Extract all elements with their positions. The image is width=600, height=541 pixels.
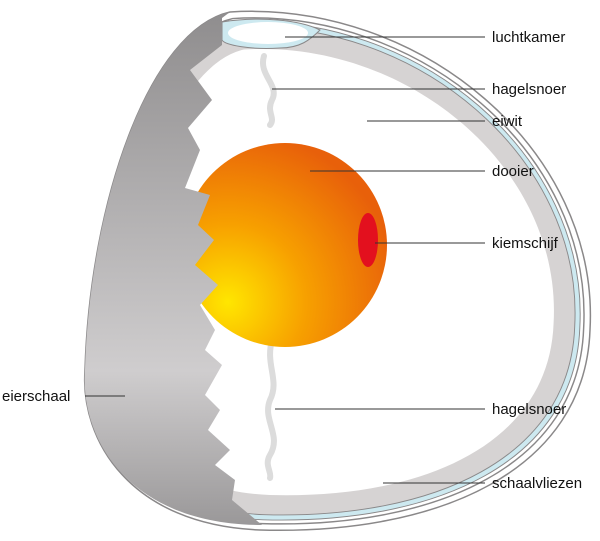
chalaza-top (259, 53, 277, 128)
label-kiemschijf: kiemschijf (492, 235, 559, 252)
germinal-disc (358, 213, 378, 267)
yolk (183, 143, 387, 347)
air-cell (221, 18, 321, 49)
label-schaalvliezen: schaalvliezen (492, 475, 582, 492)
label-eierschaal: eierschaal (2, 388, 70, 405)
label-eiwit: eiwit (492, 113, 523, 130)
broken-shell (84, 12, 262, 525)
label-hagelsnoer-bottom: hagelsnoer (492, 401, 566, 418)
label-hagelsnoer-top: hagelsnoer (492, 81, 566, 98)
leader-lines (85, 36, 485, 484)
chalaza-bottom (264, 337, 277, 481)
label-dooier: dooier (492, 163, 534, 180)
label-luchtkamer: luchtkamer (492, 29, 565, 46)
